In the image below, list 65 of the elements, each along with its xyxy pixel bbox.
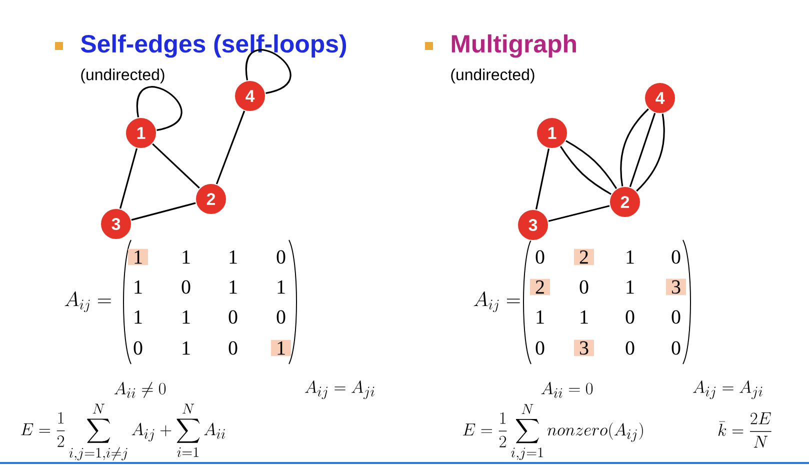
edge-line: [560, 146, 612, 195]
numbered-node: 1: [125, 117, 157, 149]
edge-line: [136, 86, 182, 131]
numbered-node: 3: [100, 208, 132, 240]
subheading: (undirected): [451, 68, 534, 84]
matrix-entry: 0: [672, 341, 680, 355]
numbered-node: 3: [517, 209, 549, 241]
edge-line: [246, 49, 292, 94]
edge-line: [636, 114, 665, 192]
matrix-entry: 0: [626, 341, 634, 355]
matrix-entry: 1: [626, 250, 634, 264]
formula: $A_{ij} = A_{ji}$: [305, 380, 374, 400]
edge-line: [131, 202, 196, 221]
formula: $E = \frac{1}{2}\sum_{i,j=1}^{N} nonzero(A_{ij})$: [463, 404, 643, 460]
numbered-node: 1: [536, 117, 568, 149]
numbered-node: 2: [609, 186, 641, 218]
matrix-entry: 0: [228, 310, 238, 324]
highlighted-entry: 3: [574, 340, 594, 356]
edge-line: [629, 112, 656, 188]
formula: $\bar{k} = \frac{2E}{N}$: [718, 412, 772, 448]
edge-line: [119, 148, 138, 209]
matrix-entry: 0: [626, 310, 634, 324]
matrix-entry: 1: [182, 341, 190, 355]
matrix-entry: 1: [182, 250, 190, 264]
matrix-entry: 1: [278, 280, 285, 294]
matrix-entry: 0: [134, 341, 142, 355]
matrix-label: $A_{ij} =$: [474, 291, 520, 312]
formula: $E = \frac{1}{2}\sum_{i,j=1,i\neq j}^{N} A_{ij} + \sum_{i=1}^{N} A_{ii}$: [21, 404, 225, 460]
matrix-entry: 0: [580, 280, 588, 294]
matrix-label: $A_{ij} =$: [64, 291, 111, 312]
matrix-entry: 1: [536, 310, 544, 324]
highlighted-entry: 1: [271, 340, 291, 356]
matrix-entry: 0: [672, 310, 680, 324]
matrix-entry: 0: [536, 341, 544, 355]
edge-line: [566, 140, 618, 189]
numbered-node: 2: [195, 183, 227, 215]
highlighted-entry: 2: [574, 248, 594, 266]
highlighted-entry: 1: [128, 248, 148, 266]
formula: $A_{ii} = 0$: [541, 382, 593, 398]
matrix-entry: 0: [276, 250, 286, 264]
edge-line: [620, 108, 649, 186]
matrix-entry: 1: [626, 280, 634, 294]
matrix-entry: 1: [580, 310, 588, 324]
edge-line: [152, 143, 200, 189]
edge-line: [548, 205, 610, 222]
matrix-entry: 0: [182, 280, 190, 294]
subheading: (undirected): [81, 68, 164, 84]
matrix-entry: 1: [134, 310, 142, 324]
formula: $A_{ij} = A_{ji}$: [693, 380, 762, 400]
matrix-entry: 1: [230, 280, 237, 294]
highlighted-entry: 2: [530, 278, 550, 296]
edge-line: [216, 110, 246, 184]
matrix-entry: 0: [672, 250, 680, 264]
numbered-node: 4: [644, 82, 676, 114]
numbered-node: 4: [234, 80, 266, 112]
highlighted-entry: 3: [666, 278, 686, 296]
matrix-entry: 1: [182, 310, 190, 324]
heading: Self-edges (self-loops): [80, 34, 346, 58]
heading: Multigraph: [452, 34, 576, 58]
edge-line: [535, 148, 550, 210]
matrix-entry: 0: [276, 310, 286, 324]
matrix-entry: 1: [134, 280, 142, 294]
matrix-entry: 1: [230, 250, 237, 264]
matrix-entry: 0: [228, 341, 238, 355]
formula: $A_{ii} \neq 0$: [114, 382, 166, 398]
